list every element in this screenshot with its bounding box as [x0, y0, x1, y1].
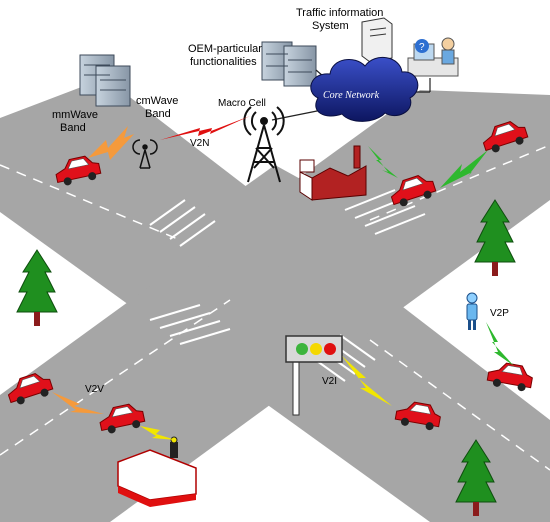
link-green-icon [368, 146, 398, 178]
cmwave-label-line1: cmWave [136, 95, 178, 107]
svg-text:?: ? [419, 42, 425, 53]
core-network-cloud: Core Network [310, 57, 419, 122]
server-rack-icon [79, 54, 131, 107]
mmwave-label-line2: Band [60, 122, 86, 134]
v2i-label: V2I [322, 376, 337, 387]
link-v2v-icon [52, 392, 104, 414]
intersection [170, 165, 420, 330]
tree-icon [16, 249, 58, 327]
operator-icon: ? [407, 37, 459, 77]
roadside-unit-icon [117, 436, 197, 507]
oem-label-line2: functionalities [190, 56, 257, 68]
cell-tower-icon [243, 106, 285, 183]
cmwave-label-line2: Band [145, 108, 171, 120]
v2v-label: V2V [85, 384, 104, 395]
core-network-label: Core Network [323, 90, 380, 101]
link-v2n-icon [160, 116, 250, 140]
link-v2p-icon [486, 322, 514, 366]
oem-label-line1: OEM-particular [188, 43, 262, 55]
v2p-label: V2P [490, 308, 509, 319]
traffic-light-icon [285, 335, 343, 416]
computer-tower-icon [361, 17, 393, 63]
system-label: System [312, 20, 349, 32]
pedestrian-icon [466, 292, 478, 330]
link-mmwave-icon [88, 126, 134, 160]
link-green-icon [440, 150, 488, 188]
link-rsu-icon [140, 426, 176, 440]
factory-icon [299, 145, 367, 201]
server-rack-icon [261, 41, 317, 87]
traffic-info-label: Traffic information [296, 7, 383, 19]
mmwave-label-line1: mmWave [52, 109, 98, 121]
link-v2i-icon [342, 356, 392, 406]
macro-cell-label: Macro Cell [218, 98, 266, 109]
small-cell-antenna-icon [132, 139, 158, 169]
v2n-label: V2N [190, 138, 209, 149]
